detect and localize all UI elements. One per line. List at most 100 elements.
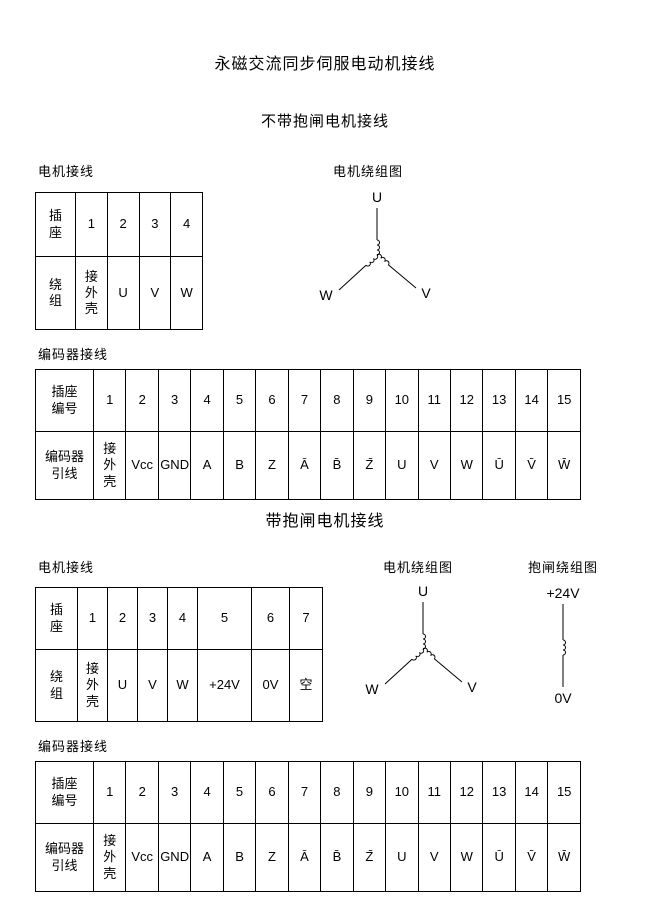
table-cell: 2 <box>107 587 138 650</box>
table-cell: W̄ <box>547 431 581 500</box>
table-cell: B <box>222 823 257 892</box>
table-cell: B <box>222 431 257 500</box>
table-cell: 1 <box>92 761 127 824</box>
table-cell: A <box>190 431 224 500</box>
table-cell: 10 <box>385 369 419 432</box>
table-cell: 5 <box>222 761 257 824</box>
table-cell: 2 <box>125 761 159 824</box>
table-cell: 3 <box>138 192 172 257</box>
row-header-cell: 插座 编号 <box>35 369 94 432</box>
table-cell: 6 <box>255 761 289 824</box>
table-cell: Z̄ <box>352 823 387 892</box>
winding-diagram-label-2: 电机绕组图 <box>383 560 454 575</box>
table-cell: 8 <box>320 761 354 824</box>
winding-diagram-label-1: 电机绕组图 <box>333 164 404 179</box>
table-cell: U <box>385 431 419 500</box>
brake-winding-label: 抱闸绕组图 <box>528 560 599 575</box>
table-cell: V <box>417 823 451 892</box>
terminal-w-label: W <box>365 681 379 697</box>
motor-wiring-label-2: 电机接线 <box>38 560 95 575</box>
table-cell: 9 <box>352 761 387 824</box>
encoder-table-2: 插座 编号 1 2 3 4 5 6 7 8 9 10 11 12 13 14 1… <box>35 761 581 892</box>
table-cell: 6 <box>251 587 290 650</box>
motor-table-2: 插 座 1 2 3 4 5 6 7 绕 组 接 外 壳 U V W +24V 0… <box>35 587 323 722</box>
coil-symbol <box>376 239 380 256</box>
table-cell: 3 <box>157 761 192 824</box>
table-cell: 12 <box>449 761 484 824</box>
table-cell: Ū <box>482 431 516 500</box>
no-brake-heading: 不带抱闸电机接线 <box>260 113 389 130</box>
table-cell: V <box>138 256 172 330</box>
table-cell: 8 <box>320 369 354 432</box>
table-cell: W̄ <box>547 823 581 892</box>
table-cell: U <box>106 256 140 330</box>
terminal-v-label: V <box>421 285 431 301</box>
table-cell: 5 <box>222 369 257 432</box>
table-cell: 接 外 壳 <box>75 256 108 330</box>
wire-line <box>338 264 367 291</box>
table-cell: 3 <box>137 587 168 650</box>
table-cell: 15 <box>547 761 581 824</box>
brake-0v-label: 0V <box>554 690 572 706</box>
table-cell: 3 <box>157 369 192 432</box>
table-cell: 4 <box>190 761 224 824</box>
table-cell: 9 <box>352 369 387 432</box>
table-cell: Ū <box>482 823 516 892</box>
row-header-cell: 插 座 <box>35 587 78 650</box>
table-cell: 14 <box>514 369 549 432</box>
table-cell: 1 <box>77 587 108 650</box>
table-cell: 5 <box>197 587 252 650</box>
table-cell: 4 <box>170 192 203 257</box>
table-cell: 11 <box>417 761 451 824</box>
brake-winding-diagram: +24V 0V <box>546 585 580 706</box>
table-cell: Vcc <box>125 823 159 892</box>
row-header-cell: 插 座 <box>35 192 76 257</box>
table-cell: 13 <box>482 761 516 824</box>
table-cell: 接 外 壳 <box>77 649 108 722</box>
brake-plus24v-label: +24V <box>546 585 580 601</box>
table-cell: 11 <box>417 369 451 432</box>
table-cell: 7 <box>287 761 322 824</box>
with-brake-heading: 带抱闸电机接线 <box>265 513 385 530</box>
table-cell: 12 <box>449 369 484 432</box>
coil-symbol <box>365 254 379 267</box>
table-cell: Z̄ <box>352 431 387 500</box>
terminal-v-label: V <box>467 679 477 695</box>
motor-table-1: 插 座 1 2 3 4 绕 组 接 外 壳 U V W <box>35 192 203 330</box>
terminal-u-label: U <box>372 189 382 205</box>
table-cell: W <box>170 256 203 330</box>
table-cell: V̄ <box>514 431 549 500</box>
table-cell: V <box>417 431 451 500</box>
table-cell: +24V <box>197 649 252 722</box>
table-cell: 14 <box>514 761 549 824</box>
motor-wiring-label-1: 电机接线 <box>38 164 95 179</box>
table-cell: 1 <box>75 192 108 257</box>
coil-symbol <box>376 253 390 266</box>
table-cell: 6 <box>255 369 289 432</box>
encoder-wiring-label-2: 编码器接线 <box>38 739 109 754</box>
table-cell: U <box>107 649 138 722</box>
table-cell: 0V <box>251 649 290 722</box>
coil-symbol <box>422 633 426 650</box>
table-cell: 4 <box>190 369 224 432</box>
table-cell: 13 <box>482 369 516 432</box>
table-cell: W <box>167 649 198 722</box>
row-header-cell: 编码器 引线 <box>35 823 94 892</box>
table-cell: GND <box>157 823 192 892</box>
table-cell: A <box>190 823 224 892</box>
table-cell: 15 <box>547 369 581 432</box>
table-cell: Vcc <box>125 431 159 500</box>
wire-line <box>433 658 463 683</box>
table-cell: B̄ <box>320 823 354 892</box>
terminal-u-label: U <box>418 583 428 599</box>
motor-winding-diagram-1: U W V <box>319 189 431 303</box>
table-cell: 7 <box>287 369 322 432</box>
terminal-w-label: W <box>319 287 333 303</box>
encoder-wiring-label-1: 编码器接线 <box>38 347 109 362</box>
coil-symbol <box>562 639 566 656</box>
table-cell: B̄ <box>320 431 354 500</box>
table-cell: W <box>449 431 484 500</box>
table-cell: 10 <box>385 761 419 824</box>
page-title: 永磁交流同步伺服电动机接线 <box>214 56 436 73</box>
